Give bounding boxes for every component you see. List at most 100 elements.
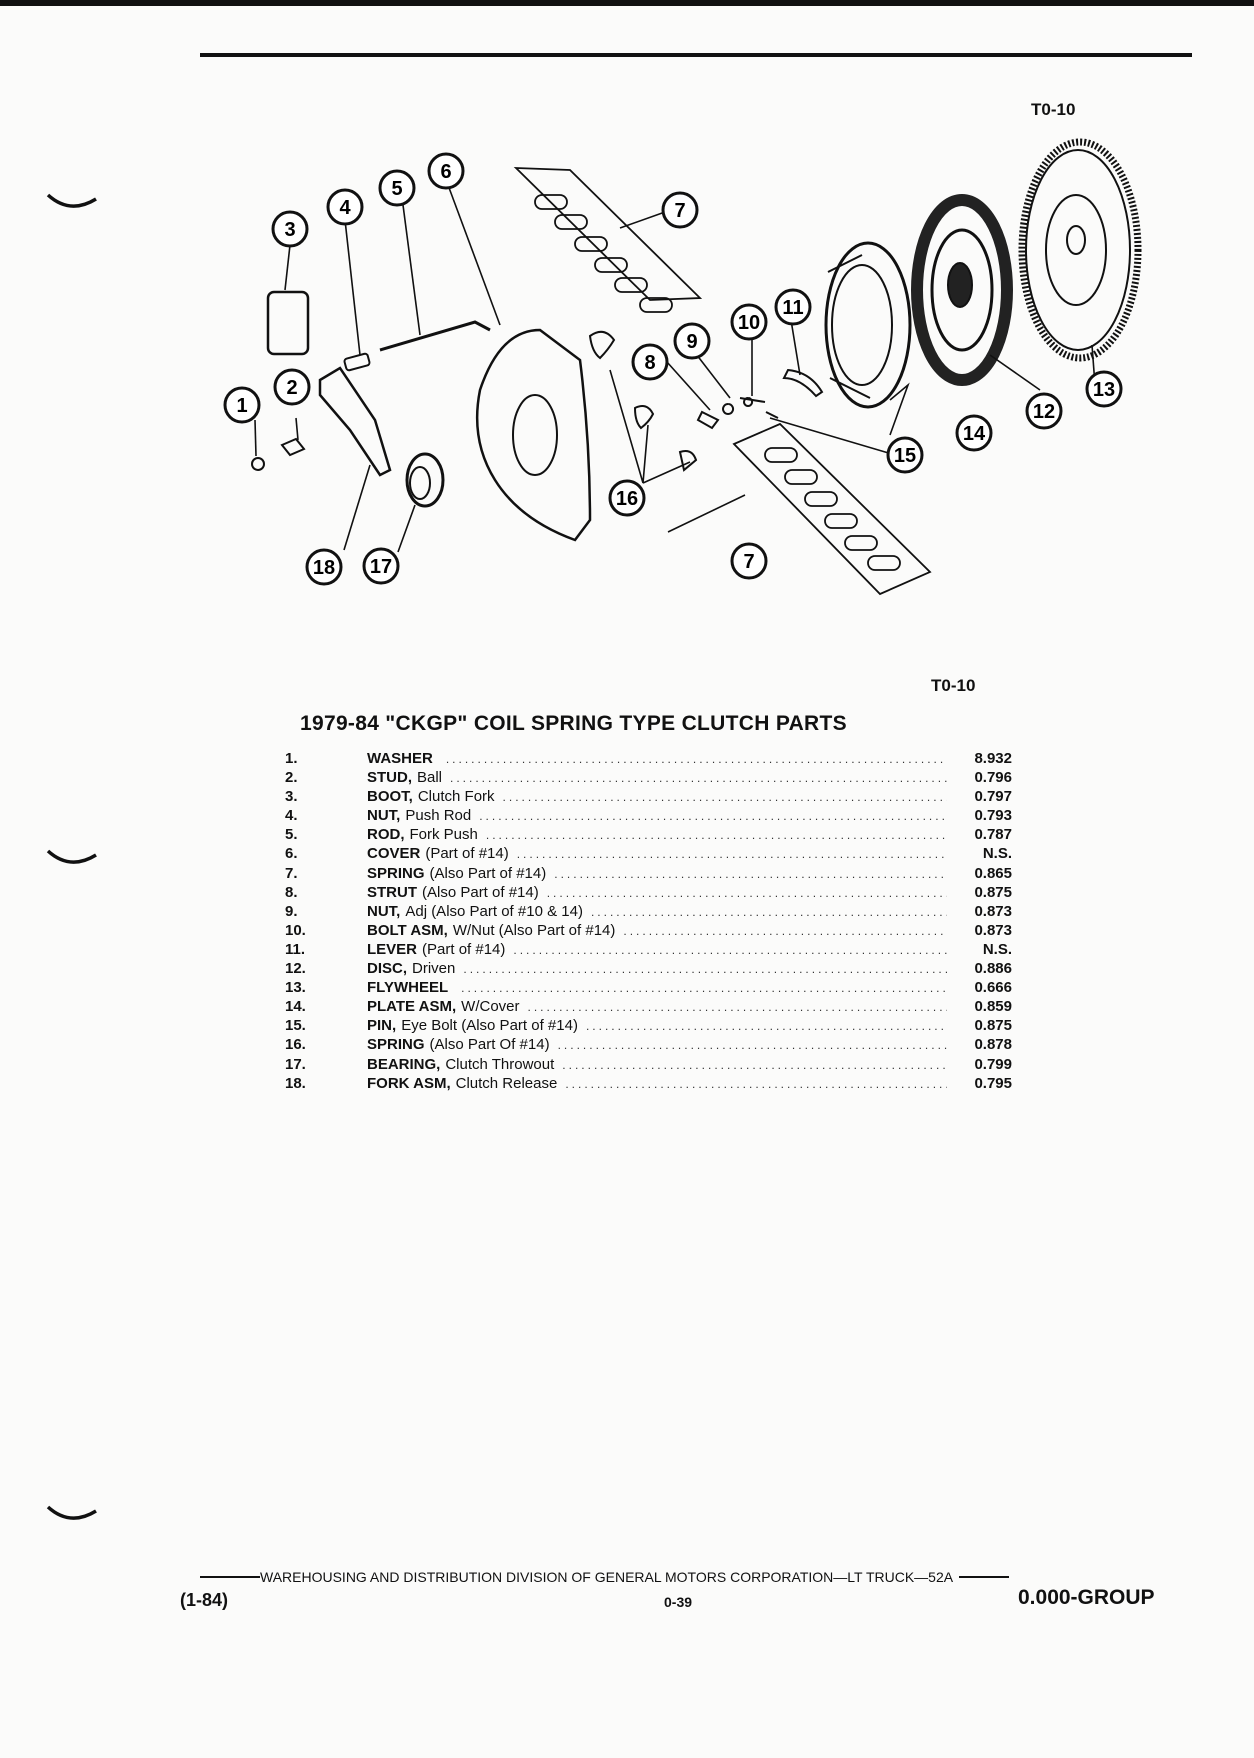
svg-text:15: 15 [894,445,916,467]
part-number: 13. [285,979,306,997]
callout-4: 4 [326,188,364,226]
figure-code-top: T0-10 [1031,100,1076,119]
part-group-code: 0.793 [974,807,1012,825]
part-description: (Part of #14) [425,845,509,863]
part-name: BOLT ASM, [367,921,448,939]
part-number: 15. [285,1017,306,1035]
svg-text:16: 16 [616,488,638,510]
part-name-cell: STUD,Ball...............................… [367,768,947,788]
svg-text:18: 18 [313,557,335,579]
part-row: 6. COVER(Part of #14)....................… [285,844,1075,863]
svg-text:6: 6 [440,161,451,183]
part-row: 11.LEVER(Part of #14)...................… [285,940,1075,959]
part-name-cell: BOOT,Clutch Fork........................… [367,787,947,807]
leader-dots: ........................................… [516,847,947,862]
callout-17: 17 [362,547,400,585]
strut-illustration [696,410,720,430]
part-description: Adj (Also Part of #10 & 14) [405,902,583,920]
svg-text:4: 4 [339,197,351,219]
svg-text:17: 17 [370,556,392,578]
part-number: 9. [285,902,298,920]
part-group-code: 0.865 [974,864,1012,882]
retainer-spring-a [588,330,616,360]
svg-text:5: 5 [391,178,402,200]
callout-13: 13 [1085,370,1123,408]
part-name-cell: SPRING(Also Part Of #14)................… [367,1035,947,1055]
part-row: 16.SPRING(Also Part Of #14).............… [285,1035,1075,1054]
part-row: 3.BOOT,Clutch Fork......................… [285,787,1075,806]
coil-springs-top [513,167,703,313]
part-name-cell: FLYWHEEL................................… [367,978,947,998]
retainer-spring-c [678,450,698,472]
part-name-cell: COVER(Part of #14)......................… [367,844,947,864]
part-name-cell: BOLT ASM,W/Nut (Also Part of #14).......… [367,921,947,941]
footer-division-line: WAREHOUSING AND DISTRIBUTION DIVISION OF… [200,1569,1170,1585]
part-description: W/Nut (Also Part of #14) [452,921,616,939]
part-name: FLYWHEEL [367,979,449,997]
part-group-code: 0.878 [974,1036,1012,1054]
part-description: (Also Part of #14) [422,883,539,901]
part-name-cell: STRUT(Also Part of #14).................… [367,883,947,903]
leader-dots: ........................................… [463,962,947,977]
callout-11: 11 [774,288,812,326]
part-name-cell: PLATE ASM,W/Cover.......................… [367,997,947,1017]
part-name: PIN, [367,1017,397,1035]
throwout-bearing-illustration [405,452,445,508]
leader-dots: ........................................… [585,1019,947,1034]
clutch-fork-boot [266,290,310,356]
svg-text:8: 8 [644,352,655,374]
part-name: LEVER [367,940,418,958]
part-number: 5. [285,826,298,844]
part-name: WASHER [367,750,433,767]
pressure-plate-illustration [824,241,912,409]
page-number: 0-39 [664,1594,693,1610]
lever-illustration [782,368,824,398]
leader-dots: ........................................… [565,1076,947,1091]
binder-hole-mark-bottom [46,1505,97,1520]
callout-16: 16 [608,479,646,517]
part-group-code: 0.886 [974,960,1012,978]
leader-dots: ........................................… [450,771,947,786]
part-group-code: 0.795 [974,1074,1012,1092]
callout-9: 9 [673,322,711,360]
part-name-cell: SPRING(Also Part of #14)................… [367,864,947,884]
clutch-fork-illustration [318,366,392,477]
part-row: 15.PIN,Eye Bolt (Also Part of #14)......… [285,1016,1075,1035]
leader-dots: ........................................… [554,866,947,881]
leader-dots: ........................................… [513,942,947,957]
driven-disc-illustration [911,194,1013,386]
part-name-cell: LEVER(Part of #14)......................… [367,940,947,960]
part-row: 9.NUT,Adj (Also Part of #10 & 14).......… [285,902,1075,921]
part-group-code: 0.875 [974,1017,1012,1035]
part-description: (Part of #14) [422,940,506,958]
push-rod-illustration [379,320,491,352]
part-description: (Also Part of #14) [429,864,547,882]
part-row: 8.STRUT(Also Part of #14)...............… [285,883,1075,902]
cover-opening [512,394,558,476]
part-number: 2. [285,769,298,787]
footer-rule-left [200,1576,260,1578]
leader-dots: ........................................… [546,885,947,900]
part-row: 1.WASHER................................… [285,749,1075,768]
callout-8: 8 [631,343,669,381]
part-description: Clutch Release [455,1074,558,1092]
page-top-border [0,0,1254,6]
part-name-cell: ROD,Fork Push...........................… [367,825,947,845]
eye-bolt-illustration [722,397,779,419]
svg-text:3: 3 [284,219,295,241]
part-name: SPRING [367,1036,425,1054]
part-number: 6. [285,845,298,863]
parts-list-title: 1979-84 "CKGP" COIL SPRING TYPE CLUTCH P… [300,712,847,735]
svg-text:11: 11 [782,297,803,319]
part-name: BOOT, [367,788,413,806]
part-row: 12.DISC,Driven..........................… [285,959,1075,978]
part-number: 17. [285,1055,306,1073]
callout-7-lower: 7 [730,542,768,580]
part-name: COVER [367,845,421,863]
footer-division-text: WAREHOUSING AND DISTRIBUTION DIVISION OF… [260,1569,954,1585]
leader-dots: ........................................… [479,809,947,824]
part-name: STUD, [367,769,412,787]
part-row: 13. FLYWHEEL.............................… [285,978,1075,997]
part-row: 14.PLATE ASM,W/Cover....................… [285,997,1075,1016]
part-description: Fork Push [409,826,478,844]
